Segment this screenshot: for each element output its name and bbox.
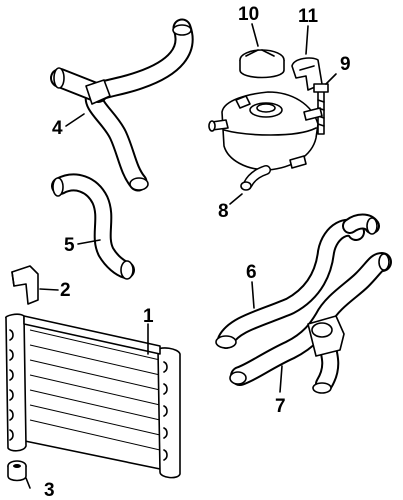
callout-9: 9	[340, 54, 351, 75]
reservoir-bracket	[291, 57, 323, 91]
callout-6: 6	[246, 262, 257, 283]
radiator	[5, 313, 181, 479]
reservoir-cap	[239, 49, 285, 79]
callout-10: 10	[238, 4, 259, 25]
callout-7: 7	[275, 396, 286, 417]
coolant-reservoir	[208, 91, 323, 171]
callout-5: 5	[64, 235, 75, 256]
radiator-mount-insulator	[7, 460, 27, 482]
tee-hose-assembly	[229, 252, 392, 394]
bypass-hose	[215, 213, 380, 349]
lower-radiator-hose	[51, 173, 135, 280]
upper-radiator-hose	[50, 18, 194, 192]
leader-lines	[25, 23, 337, 489]
reservoir-outlet-hose	[240, 165, 271, 191]
mounting-bracket	[11, 265, 39, 305]
callout-4: 4	[52, 118, 63, 139]
callout-2: 2	[60, 280, 71, 301]
callout-11: 11	[298, 6, 319, 27]
callout-8: 8	[218, 201, 229, 222]
callout-3: 3	[44, 480, 55, 500]
callout-1: 1	[143, 306, 154, 327]
